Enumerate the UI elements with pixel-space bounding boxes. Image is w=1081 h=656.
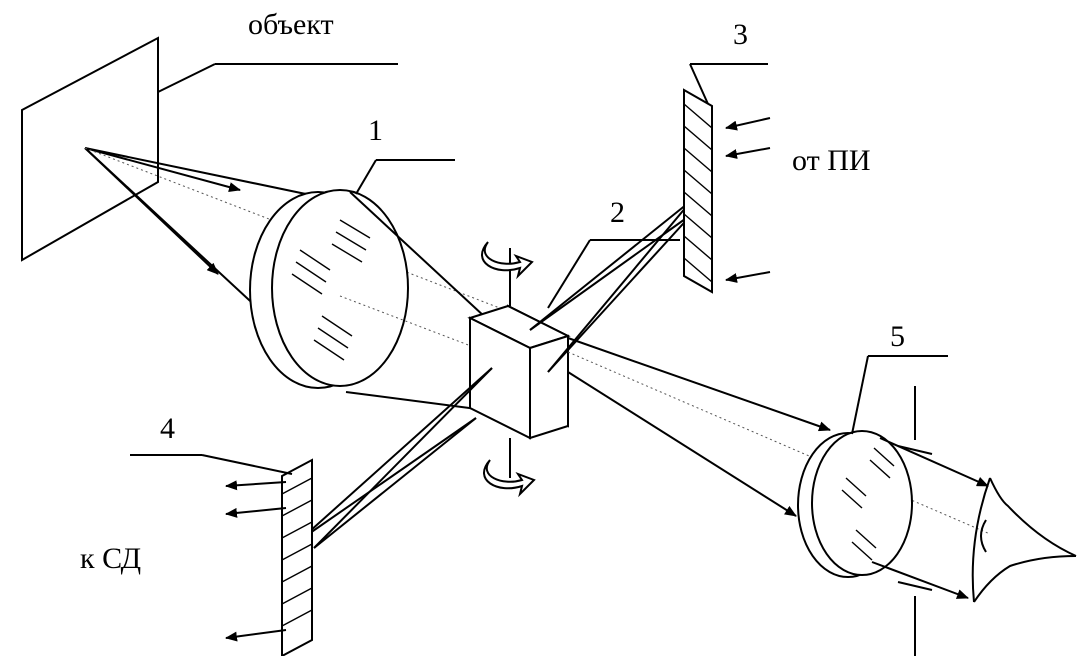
rotation-arrow-bottom-icon xyxy=(483,459,536,498)
rotation-arrow-top-icon xyxy=(481,241,534,280)
eye-icon xyxy=(971,477,1077,603)
object-label: объект xyxy=(248,8,334,41)
lens-1 xyxy=(249,159,455,389)
rays-to-grating-4 xyxy=(299,367,493,549)
modulator-2 xyxy=(467,239,680,498)
callout-1: 1 xyxy=(368,114,383,147)
to-sd-label: к СД xyxy=(80,542,141,575)
callout-3: 3 xyxy=(733,18,748,51)
callout-5: 5 xyxy=(890,320,905,353)
lens-5 xyxy=(797,355,948,656)
callout-4: 4 xyxy=(160,412,175,445)
from-pi-label: от ПИ xyxy=(792,144,871,177)
callout-2: 2 xyxy=(610,196,625,229)
grating-4 xyxy=(130,454,313,656)
rays-to-lens-5 xyxy=(567,337,991,535)
rays-to-grating-3 xyxy=(529,199,693,373)
grating-3 xyxy=(683,63,771,294)
object-rays xyxy=(84,147,511,313)
